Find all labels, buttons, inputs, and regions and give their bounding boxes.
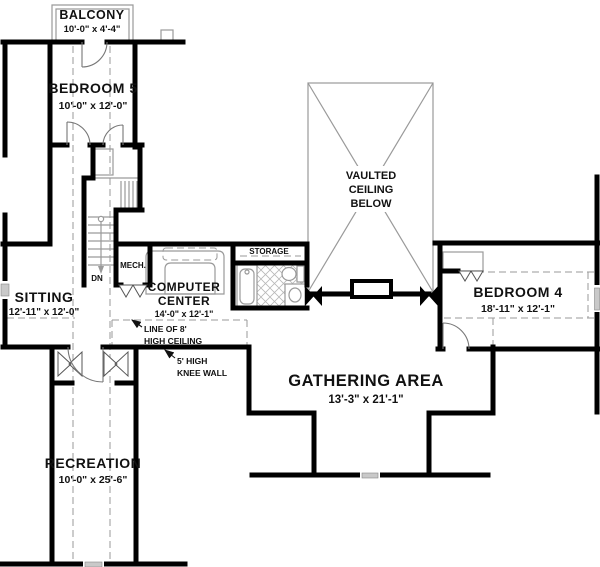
balcony-dims: 10'-0" x 4'-4" <box>64 24 121 35</box>
mech-double-door <box>118 284 148 298</box>
ceiling-note-2: HIGH CEILING <box>144 336 202 346</box>
computer-center-dims: 14'-0" x 12'-1" <box>155 309 214 319</box>
balcony-railing <box>51 4 134 42</box>
dashed-ceiling-lines <box>7 46 594 560</box>
bathtub-faucet <box>244 269 250 275</box>
bedroom4-label: BEDROOM 4 <box>473 284 562 300</box>
gathering-label: GATHERING AREA <box>288 372 444 390</box>
windows <box>0 281 600 567</box>
bedroom4-closet-bifold <box>458 270 484 282</box>
knee-wall-door <box>67 346 104 383</box>
swing-doors <box>66 41 470 383</box>
vaulted-text-halo <box>338 166 404 212</box>
wall-gathering-left-step <box>246 344 317 478</box>
stair-dn-label: DN <box>91 274 103 283</box>
storage-label: STORAGE <box>249 247 289 256</box>
knee-wall-note-1: 5' HIGH <box>177 356 207 366</box>
sitting-label: SITTING <box>15 289 74 305</box>
attic-access <box>162 247 218 261</box>
stair-arrow-start <box>97 215 105 223</box>
gathering-dims: 13'-3" x 21'-1" <box>328 394 403 406</box>
window-sitting <box>0 283 10 297</box>
toilet-tank <box>296 265 305 283</box>
leader-arrows <box>131 319 176 359</box>
fireplace-chase <box>350 279 393 299</box>
bathtub-basin <box>239 268 255 305</box>
computer-center-label-2: CENTER <box>158 294 210 308</box>
bowtie-right <box>420 286 438 306</box>
knee-wall-note-2: KNEE WALL <box>177 368 227 378</box>
vaulted-label-3: BELOW <box>351 198 393 210</box>
vaulted-label-1: VAULTED <box>346 170 396 182</box>
sitting-dims: 12'-11" x 12'-0" <box>9 307 80 318</box>
vanity-sink <box>288 287 302 303</box>
bedroom5-dims: 10'-0" x 12'-0" <box>59 100 128 112</box>
recreation-dims: 10'-0" x 25'-6" <box>59 474 128 486</box>
leader-knee-wall <box>164 349 176 359</box>
hall-closet-door-right <box>103 350 129 378</box>
leader-ceiling-line <box>131 319 143 329</box>
window-bedroom4 <box>594 287 600 311</box>
bedroom4-dims: 18'-11" x 12'-1" <box>481 303 555 315</box>
computer-desk-inner <box>164 262 216 295</box>
mech-label: MECH. <box>120 261 146 270</box>
window-recreation <box>84 561 103 567</box>
toilet-bowl <box>281 266 297 282</box>
bifold-doors <box>57 270 484 378</box>
recreation-label: RECREATION <box>45 455 142 471</box>
balcony-label: BALCONY <box>59 8 124 22</box>
wall-stair-left <box>81 142 96 288</box>
computer-desk-outer <box>145 250 225 295</box>
ceiling-note-1: LINE OF 8' <box>144 324 187 334</box>
window-gathering <box>361 472 379 479</box>
bedroom4-door <box>442 322 470 350</box>
bedroom5-door-right <box>102 124 124 146</box>
bedroom5-door-left <box>66 121 91 146</box>
computer-center-label-1: COMPUTER <box>148 280 221 294</box>
stair-arrow-head <box>98 266 104 274</box>
bowtie-left <box>305 286 322 306</box>
wall-gathering-right-step <box>426 344 496 478</box>
balcony-door <box>81 41 108 68</box>
bedroom5-label: BEDROOM 5 <box>48 80 137 96</box>
bowtie-markers <box>305 286 438 306</box>
vaulted-label-2: CEILING <box>349 184 394 196</box>
thin-linework <box>51 4 484 308</box>
labels: BALCONY 10'-0" x 4'-4" BEDROOM 5 10'-0" … <box>9 8 562 486</box>
stair-treads-upper <box>120 181 138 208</box>
